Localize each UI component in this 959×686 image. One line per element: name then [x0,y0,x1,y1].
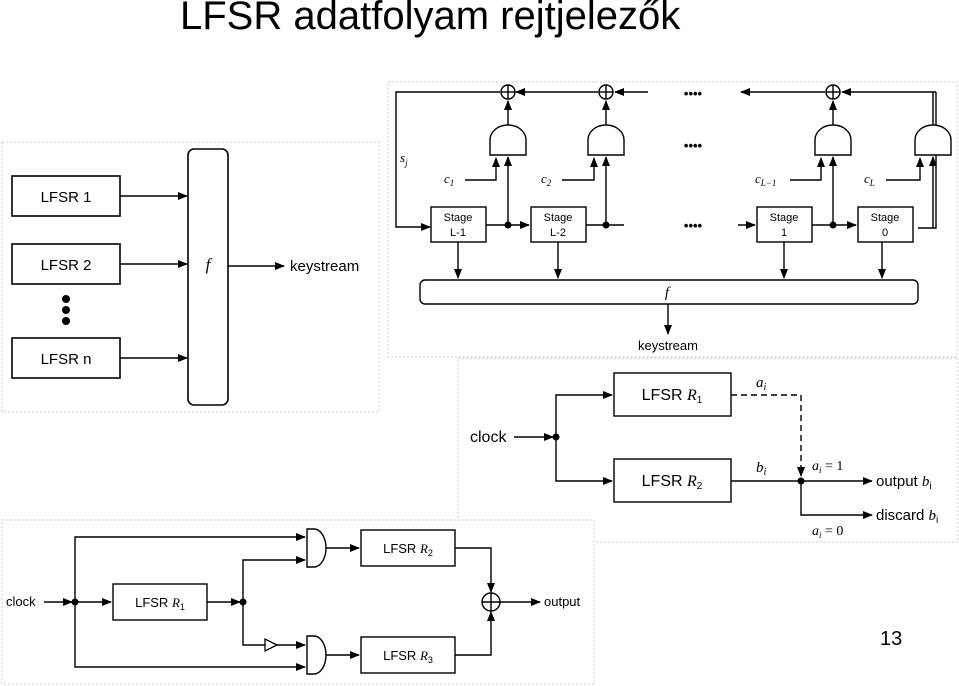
figure-frame [1,141,380,413]
ellipsis-dot [62,295,70,303]
and-gate [489,124,527,156]
s-j-label: sj [400,150,408,168]
discard-bi-label: discard bi [876,507,938,526]
c2-label: c2 [541,171,552,188]
c2-line [562,157,598,181]
c1-label: c1 [444,171,454,188]
r1-to-top-and-line [242,556,306,602]
ellipsis-dot [62,317,70,325]
stage-box [530,206,587,243]
lfsr-r2-label: LFSR R2 [642,473,703,492]
clock-to-r1-line [555,391,613,437]
ellipsis-dots: •••• [684,86,703,101]
clock-to-r2-line [555,437,613,485]
combining-function-label: f [206,255,213,274]
xor-gate [598,84,614,100]
stage-box [857,206,914,243]
discard-arrow [800,481,873,519]
ai-equals-1-label: ai = 1 [812,459,843,475]
xor-gate [825,84,841,100]
clock-to-top-and-line [74,533,306,602]
feedback-input-line [395,91,500,231]
keystream-label: keystream [290,258,359,275]
slide-title: LFSR adatfolyam rejtjelezők [180,0,681,38]
shrinking-generator-figure: clock LFSR R1 LFSR R2 ai bi ai = 1 ai = … [457,357,959,543]
stage-label: Stage [871,212,900,224]
clock-to-bottom-and-line [74,602,306,671]
lfsr-r1-label: LFSR R1 [135,595,185,612]
bi-label: bi [756,460,767,478]
xor-gate [500,84,516,100]
stage-number: 1 [781,227,787,239]
alternating-step-generator-figure: clock LFSR R1 LFSR R2 LFSR R3 output [1,519,595,685]
c1-line [465,157,500,181]
and-gate [914,124,952,156]
filter-function-box [419,279,919,305]
ai-equals-0-label: ai = 0 [812,524,843,540]
stage-number: L-1 [450,227,466,239]
ai-label: ai [756,375,767,393]
ellipsis-dots: •••• [684,218,703,233]
r2-to-xor-line [455,547,495,593]
stage-label: Stage [544,212,573,224]
lfsr-n-label: LFSR n [41,351,92,368]
lfsr-r1-box [613,372,732,417]
r3-to-xor-line [455,611,495,656]
lfsr-1-label: LFSR 1 [41,189,92,206]
cL1-line [790,157,825,181]
stage-label: Stage [770,212,799,224]
combiner-generator-figure: LFSR 1 LFSR 2 LFSR n f keystream [1,141,380,413]
xor-gate [481,592,501,612]
lfsr-r1-label: LFSR R1 [642,387,703,406]
cL-line [886,157,924,181]
filter-generator-figure: sj c1 c2 cL−1 [387,81,958,358]
ellipsis-dots: •••• [684,138,703,153]
lfsr-r3-box [360,636,456,674]
r1-to-inverter-line [242,602,265,646]
output-bi-label: output bi [876,473,932,492]
combining-function-box [187,148,229,406]
ellipsis-dot [62,306,70,314]
stage-number: 0 [882,227,888,239]
lfsr-r2-box [360,529,456,567]
filter-function-label: f [665,285,671,301]
lfsr-r1-box [112,583,208,621]
and-gate-bottom [306,635,327,675]
lfsr-r2-box [613,458,732,503]
lfsr-r3-label: LFSR R3 [383,648,433,665]
stage-number: L-2 [550,227,566,239]
clock-label: clock [470,429,507,446]
stage-box [756,206,813,243]
ai-control-dashed-line [731,394,805,477]
inverter-gate [264,637,279,653]
keystream-label: keystream [638,338,698,353]
and-gate [814,124,852,156]
clock-label: clock [6,594,36,609]
and-gate-top [306,528,327,568]
page-number: 13 [880,628,903,650]
lfsr-2-label: LFSR 2 [41,257,92,274]
output-label: output [544,594,581,609]
stage-label: Stage [444,212,473,224]
and-gate [587,124,625,156]
lfsr-r2-label: LFSR R2 [383,541,433,558]
cL-label: cL [864,171,875,188]
cL1-label: cL−1 [755,171,776,188]
